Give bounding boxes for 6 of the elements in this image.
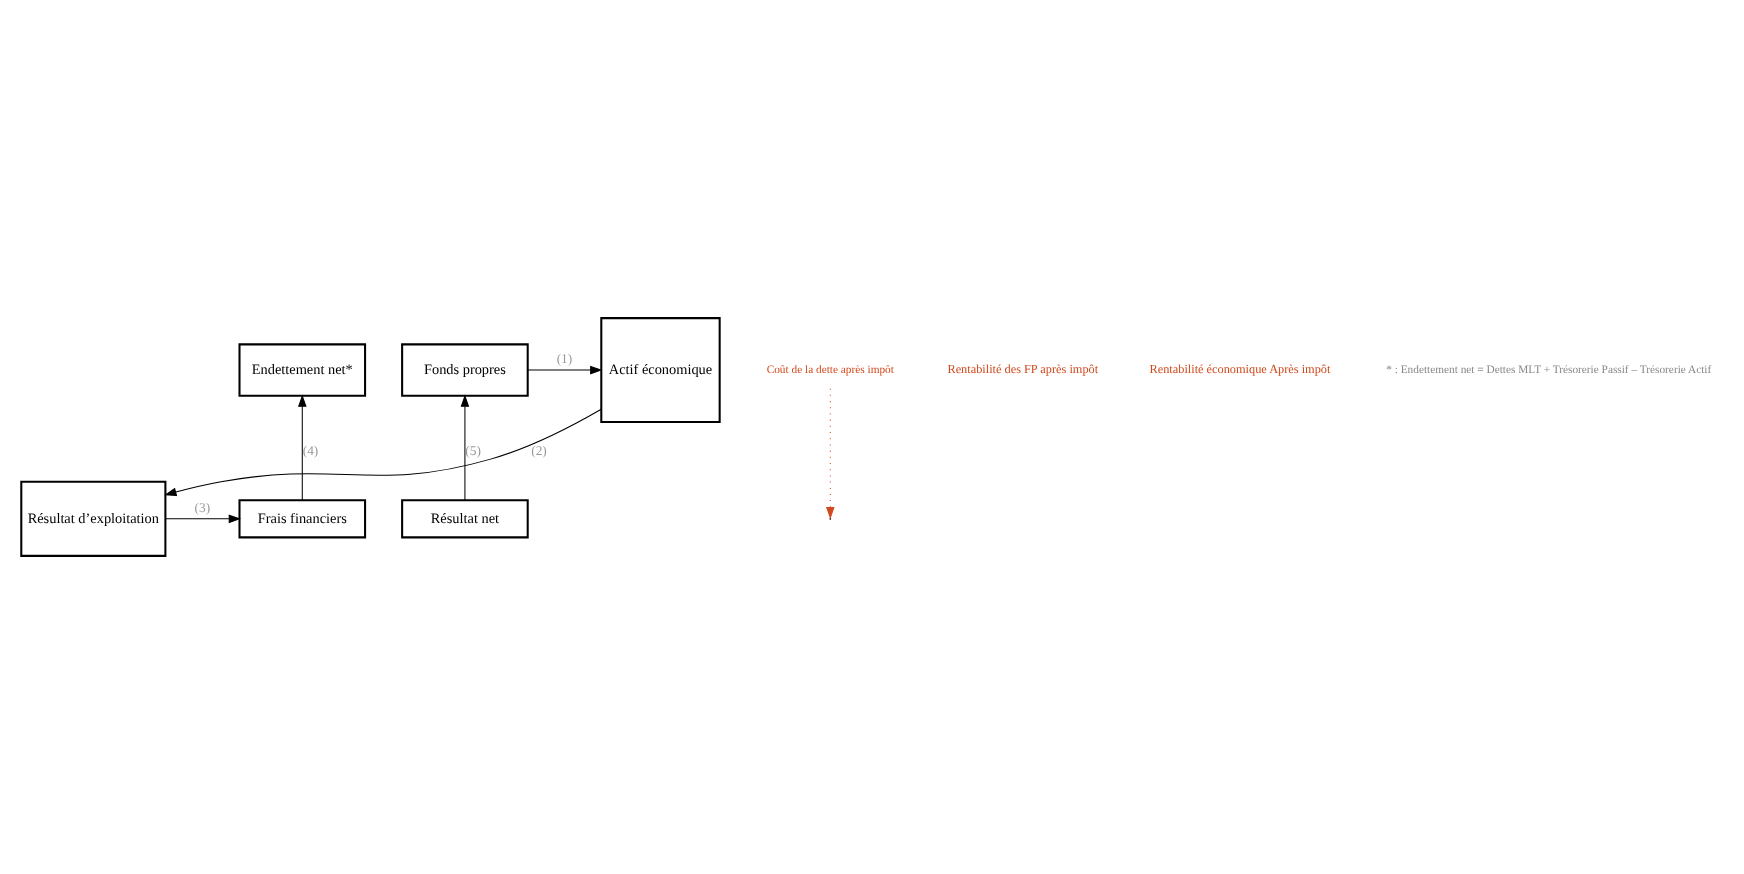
arrow: [527, 365, 603, 375]
arrow: [826, 388, 835, 520]
arrow: [297, 394, 307, 501]
arrow: [460, 394, 470, 501]
arrow: [164, 408, 602, 497]
arrow: [165, 514, 242, 524]
